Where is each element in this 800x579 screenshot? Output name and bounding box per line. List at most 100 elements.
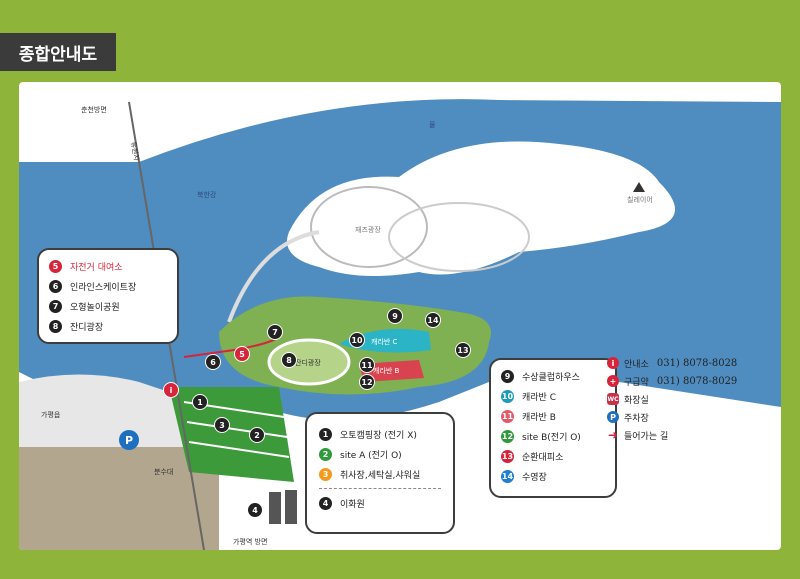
pin-6[interactable]: 6 <box>205 354 221 370</box>
pin-13[interactable]: 13 <box>455 342 471 358</box>
callout-left-label: 인라인스케이트장 <box>70 282 137 293</box>
badge-10: 10 <box>501 389 514 403</box>
pin-4[interactable]: 4 <box>247 502 263 518</box>
jazz-plaza-label: 재즈광장 <box>355 225 381 234</box>
gapyeong-label: 가평읍 <box>41 410 61 419</box>
callout-left-row[interactable]: 8 잔디광장 <box>49 316 167 336</box>
callout-right-label: 캐라반 B <box>522 412 556 423</box>
legend-row: + 구급약 031) 8078-8029 <box>607 372 757 390</box>
callout-bottom-row[interactable]: 4 이화원 <box>319 493 441 513</box>
callout-right-label: 수상클럽하우스 <box>522 372 580 383</box>
badge-3: 3 <box>319 467 332 481</box>
lake-label: 물 <box>429 121 436 129</box>
north-river-label: 북한강 <box>197 190 217 199</box>
fountain-label: 분수대 <box>154 468 173 476</box>
farmland <box>19 447 219 550</box>
island <box>287 141 675 276</box>
callout-bottom-row[interactable]: 3 취사장,세탁실,샤워실 <box>319 464 441 484</box>
first-aid-icon: + <box>607 375 619 387</box>
pin-14[interactable]: 14 <box>425 312 441 328</box>
pin-11[interactable]: 11 <box>359 357 375 373</box>
callout-right-row[interactable]: 11 캐라반 B <box>501 406 605 426</box>
pin-3[interactable]: 3 <box>214 417 230 433</box>
callout-bottom-label: 오토캠핑장 (전기 X) <box>340 430 417 441</box>
callout-bottom-row[interactable]: 2 site A (전기 O) <box>319 444 441 464</box>
map-canvas: P 물 북한강 재즈광장 칠레이어 잔디광장 춘천방면 유원지 가평읍 분수대 … <box>19 99 781 550</box>
pin-1[interactable]: 1 <box>192 394 208 410</box>
pin-7[interactable]: 7 <box>267 324 283 340</box>
badge-12: 12 <box>501 429 514 443</box>
callout-left-label: 오형놀이공원 <box>70 302 120 313</box>
legend: i 안내소 031) 8078-8028 + 구급약 031) 8078-802… <box>607 354 757 444</box>
parking-label: P <box>125 434 133 447</box>
callout-left-row[interactable]: 5 자전거 대여소 <box>49 256 167 276</box>
map-frame: P 물 북한강 재즈광장 칠레이어 잔디광장 춘천방면 유원지 가평읍 분수대 … <box>19 82 781 550</box>
callout-left-label: 잔디광장 <box>70 322 104 333</box>
callout-right-row[interactable]: 12 site B(전기 O) <box>501 426 605 446</box>
pin-12[interactable]: 12 <box>359 374 375 390</box>
legend-label: 주차장 <box>624 413 649 424</box>
badge-8: 8 <box>49 319 62 333</box>
pin-10[interactable]: 10 <box>349 332 365 348</box>
legend-row: i 안내소 031) 8078-8028 <box>607 354 757 372</box>
hill-label: 칠레이어 <box>627 195 653 204</box>
legend-phone: 031) 8078-8028 <box>656 357 738 369</box>
legend-label: 안내소 <box>624 359 649 370</box>
pin-9[interactable]: 9 <box>387 308 403 324</box>
callout-right-row[interactable]: 14 수영장 <box>501 466 605 486</box>
pin-5[interactable]: 5 <box>234 346 250 362</box>
callout-bottom-label: 이화원 <box>340 499 365 510</box>
legend-phone: 031) 8078-8029 <box>656 375 738 387</box>
legend-label: 들어가는 길 <box>624 431 669 442</box>
callout-right-row[interactable]: 9 수상클럽하우스 <box>501 366 605 386</box>
badge-2: 2 <box>319 447 332 461</box>
callout-divider <box>319 488 441 489</box>
caravan-c-label: 캐라반 C <box>371 337 398 346</box>
callout-left-label: 자전거 대여소 <box>70 262 123 273</box>
legend-row: WC 화장실 <box>607 390 757 408</box>
caravan-b-label: 캐라반 B <box>373 366 400 375</box>
info-icon: i <box>607 357 619 369</box>
badge-6: 6 <box>49 279 62 293</box>
callout-right-label: 수영장 <box>522 472 547 483</box>
road-side-label: 유원지 <box>129 141 141 162</box>
lawn-plaza <box>267 338 351 386</box>
page-title: 종합안내도 <box>0 33 116 71</box>
legend-row: P 주차장 <box>607 408 757 426</box>
callout-bottom-label: site A (전기 O) <box>340 450 402 461</box>
callout-left-row[interactable]: 6 인라인스케이트장 <box>49 276 167 296</box>
info-pin[interactable]: i <box>163 382 179 398</box>
lawn-plaza-label: 잔디광장 <box>295 358 321 367</box>
callout-right: 9 수상클럽하우스 10 캐라반 C 11 캐라반 B 12 site B(전기… <box>489 358 617 498</box>
badge-4: 4 <box>319 496 332 510</box>
badge-9: 9 <box>501 369 514 383</box>
callout-right-label: site B(전기 O) <box>522 432 581 443</box>
callout-right-row[interactable]: 13 순환대피소 <box>501 446 605 466</box>
callout-bottom: 1 오토캠핑장 (전기 X) 2 site A (전기 O) 3 취사장,세탁실… <box>305 412 455 534</box>
badge-7: 7 <box>49 299 62 313</box>
callout-right-row[interactable]: 10 캐라반 C <box>501 386 605 406</box>
gapyeong-station-label: 가평역 방면 <box>233 537 267 546</box>
callout-right-label: 순환대피소 <box>522 452 564 463</box>
callout-right-label: 캐라반 C <box>522 392 556 403</box>
building-4 <box>269 492 281 524</box>
callout-left: 5 자전거 대여소 6 인라인스케이트장 7 오형놀이공원 8 잔디광장 <box>37 248 179 344</box>
road-top-label: 춘천방면 <box>81 105 107 114</box>
campsite-area <box>169 387 294 482</box>
badge-11: 11 <box>501 409 514 423</box>
badge-13: 13 <box>501 449 514 463</box>
badge-14: 14 <box>501 469 514 483</box>
parking-icon <box>119 430 139 450</box>
callout-bottom-label: 취사장,세탁실,샤워실 <box>340 470 421 481</box>
badge-1: 1 <box>319 427 332 441</box>
caravan-b-area <box>359 360 424 382</box>
callout-bottom-row[interactable]: 1 오토캠핑장 (전기 X) <box>319 424 441 444</box>
badge-5: 5 <box>49 259 62 273</box>
legend-label: 화장실 <box>624 395 649 406</box>
parking-legend-icon: P <box>607 411 619 423</box>
restroom-icon: WC <box>607 393 619 405</box>
callout-left-row[interactable]: 7 오형놀이공원 <box>49 296 167 316</box>
legend-label: 구급약 <box>624 377 649 388</box>
pin-2[interactable]: 2 <box>249 427 265 443</box>
pin-8[interactable]: 8 <box>281 352 297 368</box>
